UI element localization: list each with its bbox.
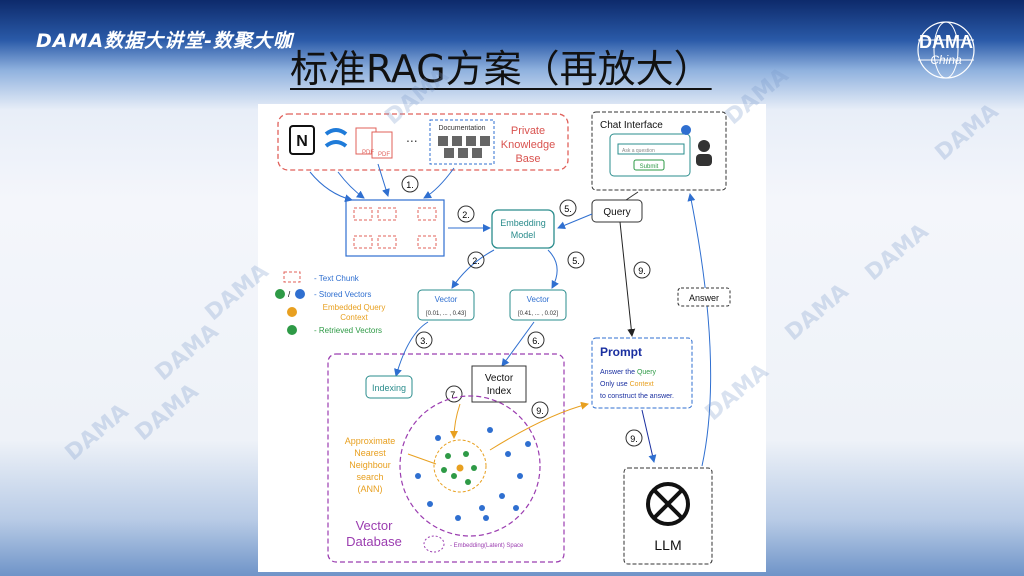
svg-text:[0.41, ... , 0.02]: [0.41, ... , 0.02] [518,311,558,317]
svg-text:Knowledge: Knowledge [501,139,555,151]
page-title: 标准RAG方案（再放大） [290,47,712,91]
svg-text:Embedded Query: Embedded Query [323,303,386,312]
svg-text:PDF: PDF [362,150,374,156]
watermark: DAMA [130,379,204,446]
svg-text:Index: Index [487,386,511,397]
svg-text:Neighbour: Neighbour [349,460,391,470]
vector-database-box [327,353,565,563]
chat-interface-box [591,111,727,191]
watermark: DAMA [150,319,224,386]
svg-text:Chat Interface: Chat Interface [600,120,663,131]
svg-text:9.: 9. [536,406,544,416]
svg-text:Vector: Vector [435,295,458,304]
svg-text:Only use Context: Only use Context [600,381,654,388]
svg-text:/: / [288,290,291,299]
svg-text:Embedding: Embedding [500,218,546,228]
svg-text:Vector: Vector [527,295,550,304]
svg-text:LLM: LLM [654,537,681,553]
svg-text:5.: 5. [564,204,572,214]
query-box [591,199,643,223]
svg-text:to construct the answer.: to construct the answer. [600,393,674,400]
svg-text:- Retrieved Vectors: - Retrieved Vectors [314,326,382,335]
svg-text:Answer: Answer [689,293,719,303]
svg-text:Private: Private [511,125,545,137]
svg-text:Documentation: Documentation [438,125,485,132]
svg-text:3.: 3. [420,336,428,346]
svg-text:1.: 1. [406,180,414,190]
dama-logo: DAMA China [917,21,975,79]
svg-text:5.: 5. [572,256,580,266]
user-icon [698,140,710,152]
svg-text:Database: Database [346,534,402,549]
prompt-box [591,337,693,409]
svg-text:- Stored Vectors: - Stored Vectors [314,290,371,299]
watermark: DAMA [930,99,1004,166]
svg-text:9.: 9. [638,266,646,276]
svg-text:Answer the Query: Answer the Query [600,369,657,376]
brand-title: DAMA数据大讲堂-数聚大咖 [36,30,293,52]
submit-button [633,159,665,171]
logo-text: DAMA [919,32,973,52]
svg-text:Query: Query [603,207,630,218]
svg-text:N: N [296,133,308,150]
svg-text:Vector: Vector [485,373,514,384]
svg-text:search: search [356,472,383,482]
logo-sub: China [930,53,962,67]
openai-icon [646,482,690,526]
svg-text:Approximate: Approximate [345,436,396,446]
answer-box [677,287,731,307]
watermark: DAMA [780,279,854,346]
llm-box [623,467,713,565]
svg-text:(ANN): (ANN) [358,484,383,494]
latent-space [399,395,541,537]
svg-text:PDF: PDF [378,152,390,158]
svg-text:Vector: Vector [356,518,394,533]
knowledge-base-box [277,113,569,171]
svg-text:6.: 6. [532,336,540,346]
notion-icon [289,125,315,155]
svg-text:- Embedding(Latent) Space: - Embedding(Latent) Space [450,543,524,549]
confluence-icon [324,128,348,148]
indexing-box [365,375,413,399]
svg-text:Prompt: Prompt [600,345,642,359]
svg-text:Indexing: Indexing [372,383,406,393]
watermark: DAMA [60,399,134,466]
ask-input [617,143,685,155]
documentation-box [429,119,495,165]
svg-text:2.: 2. [472,256,480,266]
globe-icon [681,125,691,135]
vector-left-box [417,289,475,321]
svg-text:Context: Context [340,313,368,322]
svg-text:2.: 2. [462,210,470,220]
embedding-model-box [491,209,555,249]
vector-index-box [471,365,527,403]
svg-text:[0.01, ... , 0.43]: [0.01, ... , 0.43] [426,311,466,317]
ellipsis: ... [406,129,418,145]
svg-text:Submit: Submit [640,164,659,170]
svg-text:- Text Chunk: - Text Chunk [314,274,360,283]
text-chunks-box [345,199,445,257]
rag-diagram: N PDF PDF ... Documentation Private Know… [258,104,766,572]
svg-text:Base: Base [515,153,540,165]
svg-text:Nearest: Nearest [354,448,386,458]
svg-text:Model: Model [511,230,536,240]
watermark: DAMA [860,219,934,286]
svg-text:9.: 9. [630,434,638,444]
svg-text:Ask a question: Ask a question [622,148,655,154]
svg-text:7.: 7. [450,390,458,400]
vector-right-box [509,289,567,321]
